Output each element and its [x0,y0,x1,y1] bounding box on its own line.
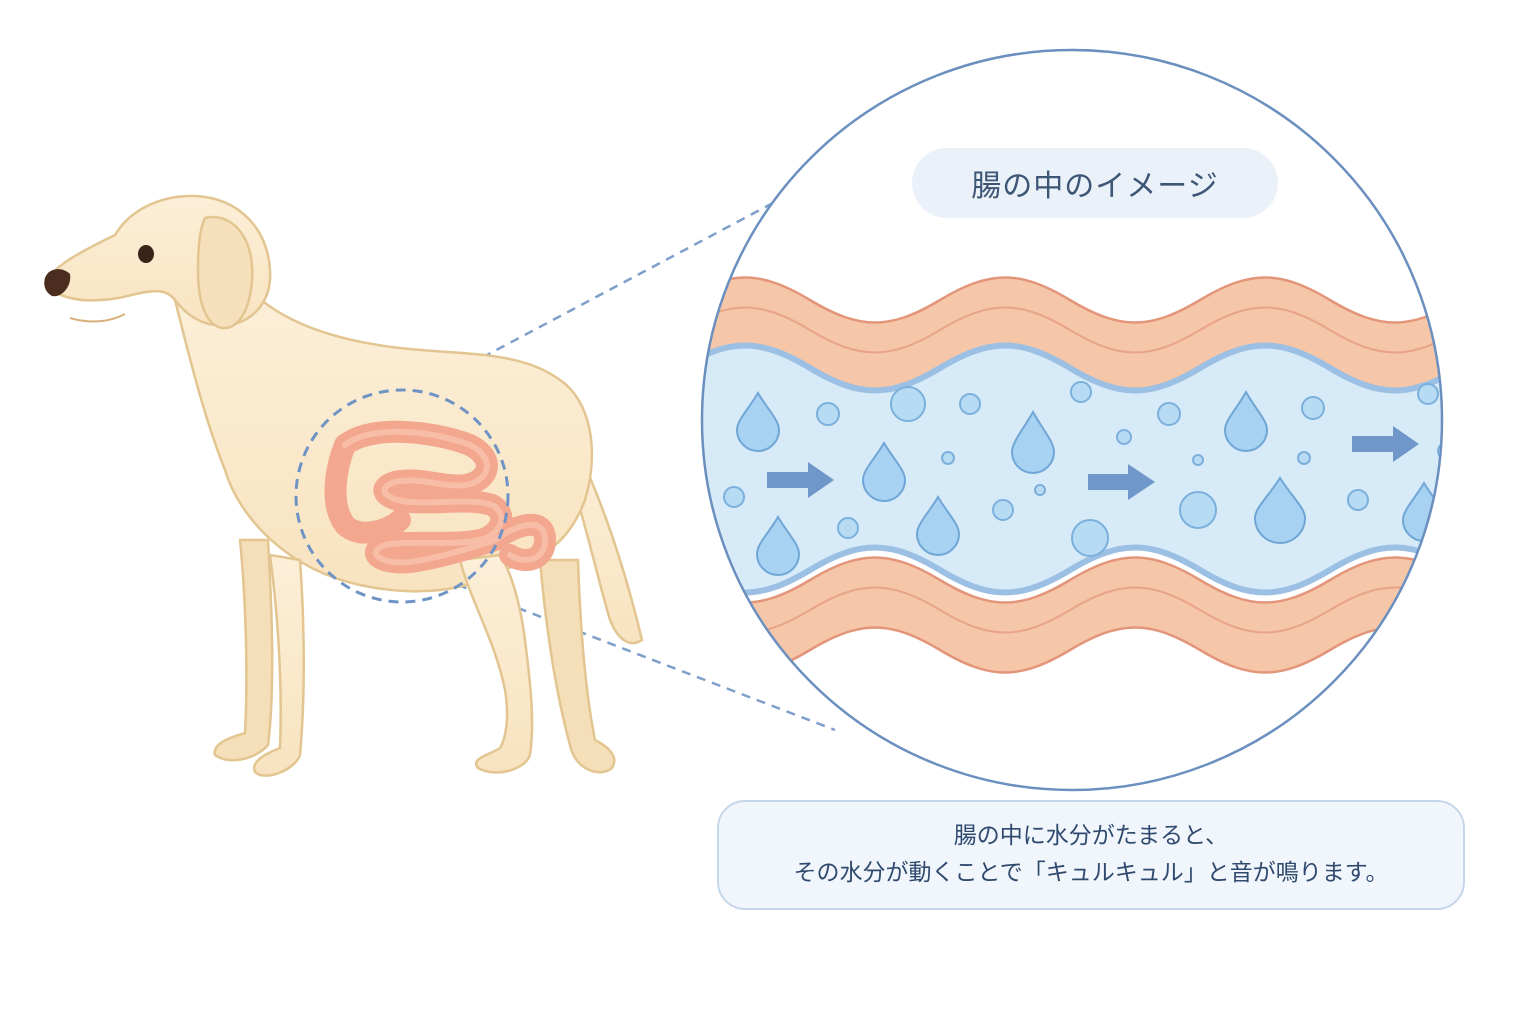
water-droplets [735,389,1442,576]
dog-front-leg-near [252,553,305,777]
water-droplet-icon [1010,409,1056,474]
dog-eye [138,245,154,263]
water-droplet-icon [735,391,781,452]
lower-intestine-wall [702,556,1442,674]
intestine-icon [324,420,556,574]
water-droplet-icon [915,495,961,556]
dog-tail [566,452,644,645]
dog-front-leg-far [213,538,274,762]
flow-arrow-icon [1352,426,1419,462]
dog-nose [44,269,71,297]
dog-mouth [69,313,126,323]
flow-arrow-icon [1088,464,1155,500]
water-bubbles [723,381,1442,557]
dog-back-leg-near [458,553,534,774]
water-droplet-icon [755,515,801,576]
water-droplet-icon [1223,389,1269,452]
zoom-circle-outline [700,48,1444,792]
caption-line-2: その水分が動くことで「キュルキュル」と音が鳴ります。 [793,860,1389,886]
flow-arrow-icon [767,462,834,498]
connector-line-top [439,168,836,382]
zoom-title-text: 腸の中のイメージ [971,169,1219,204]
dog-back-leg-far [538,558,616,774]
caption-line-1: 腸の中に水分がたまると、 [953,823,1229,850]
flow-arrows [767,426,1419,500]
zoom-panel [700,48,1444,792]
water-droplet-icon [861,441,907,502]
caption-box: 腸の中に水分がたまると、 その水分が動くことで「キュルキュル」と音が鳴ります。 [717,800,1465,910]
focus-circle [294,388,510,604]
dog-ear [196,215,254,330]
zoom-title: 腸の中のイメージ [912,148,1278,218]
water-droplet-icon [1253,476,1307,544]
